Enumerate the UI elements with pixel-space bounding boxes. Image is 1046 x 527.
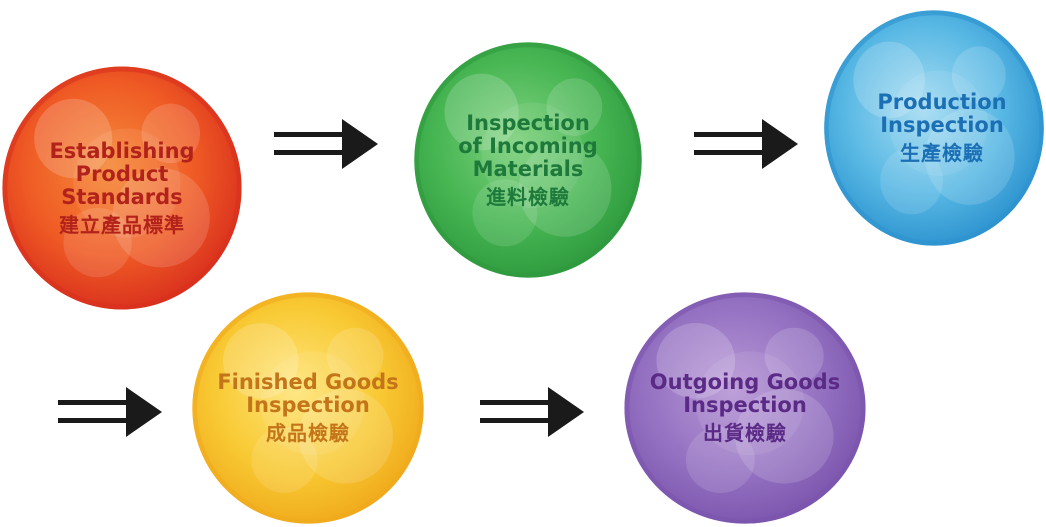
watercolor-fill	[624, 292, 866, 524]
step-title-line: Inspection	[880, 113, 1004, 137]
arrow-shaft-top	[694, 132, 766, 137]
watercolor-blotch	[251, 426, 318, 493]
watercolor-blotch	[63, 207, 132, 278]
watercolor-blotch	[656, 323, 736, 399]
watercolor-fill	[414, 42, 642, 278]
arrow-shaft-bottom	[480, 418, 552, 423]
watercolor-rim	[624, 292, 866, 524]
watercolor-rim	[824, 10, 1044, 246]
blue-watercolor-circle	[824, 10, 1044, 246]
watercolor-rim	[2, 66, 242, 310]
double-arrow-icon	[274, 119, 378, 169]
watercolor-blotch	[112, 168, 210, 268]
watercolor-blotch	[546, 78, 603, 136]
watercolor-blotch	[326, 327, 384, 385]
arrow-shaft-bottom	[58, 418, 130, 423]
yellow-watercolor-circle	[192, 292, 424, 524]
arrow-shaft-top	[480, 400, 552, 405]
step-inspection-of-incoming-materials: Inspection of Incoming Materials 進料檢驗	[412, 40, 644, 280]
purple-watercolor-circle	[624, 292, 866, 524]
arrow-head	[126, 387, 162, 437]
watercolor-blotch	[34, 98, 113, 179]
watercolor-blotch	[481, 102, 584, 208]
step-title-line: of Incoming	[458, 133, 598, 158]
step-title-line: Inspection	[466, 110, 590, 135]
step-label: Inspection of Incoming Materials 進料檢驗	[458, 110, 598, 209]
watercolor-blotch	[73, 128, 181, 238]
step-title-line: Inspection	[246, 393, 370, 417]
watercolor-fill	[192, 292, 424, 524]
watercolor-blotch	[925, 108, 1015, 205]
step-title-line: Finished Goods	[217, 370, 399, 394]
watercolor-blotch	[260, 351, 365, 456]
step-title-chinese: 出貨檢驗	[702, 421, 787, 445]
watercolor-blotch	[472, 179, 538, 247]
double-arrow-icon	[694, 119, 798, 169]
arrow-shaft-top	[274, 132, 346, 137]
watercolor-rim	[192, 292, 424, 524]
step-title-line: Production	[877, 90, 1007, 114]
step-title-chinese: 生產檢驗	[899, 141, 984, 165]
step-title-chinese: 進料檢驗	[485, 184, 570, 209]
arrow-head	[548, 387, 584, 437]
arrow-head	[342, 119, 378, 169]
step-label: Finished Goods Inspection 成品檢驗	[217, 370, 399, 446]
step-establishing-product-standards: Establishing Product Standards 建立產品標準	[0, 64, 244, 312]
watercolor-rim	[414, 42, 642, 278]
step-production-inspection: Production Inspection 生產檢驗	[822, 8, 1046, 248]
watercolor-fill	[2, 66, 242, 310]
watercolor-blotch	[853, 41, 926, 119]
watercolor-blotch	[141, 103, 201, 164]
step-finished-goods-inspection: Finished Goods Inspection 成品檢驗	[190, 290, 426, 526]
step-title-line: Establishing	[49, 138, 195, 163]
double-arrow-icon	[58, 387, 162, 437]
green-watercolor-circle	[414, 42, 642, 278]
step-title-chinese: 成品檢驗	[265, 421, 350, 445]
watercolor-blotch	[298, 389, 393, 484]
arrow-head	[762, 119, 798, 169]
watercolor-blotch	[518, 140, 612, 237]
double-arrow-icon	[480, 387, 584, 437]
step-title-line: Materials	[472, 156, 584, 181]
step-label: Production Inspection 生產檢驗	[877, 90, 1007, 166]
step-title-chinese: 建立產品標準	[59, 212, 185, 237]
step-label: Outgoing Goods Inspection 出貨檢驗	[649, 370, 841, 446]
arrow-shaft-bottom	[694, 150, 766, 155]
watercolor-blotch	[695, 351, 805, 456]
watercolor-blotch	[444, 73, 519, 151]
step-title-line: Outgoing Goods	[649, 370, 841, 394]
watercolor-blotch	[685, 426, 755, 493]
step-label: Establishing Product Standards 建立產品標準	[49, 138, 195, 237]
watercolor-blotch	[889, 70, 988, 176]
watercolor-blotch	[735, 389, 834, 484]
watercolor-blotch	[223, 323, 299, 399]
watercolor-blotch	[951, 46, 1006, 104]
arrow-shaft-top	[58, 400, 130, 405]
arrow-shaft-bottom	[274, 150, 346, 155]
orange-watercolor-circle	[2, 66, 242, 310]
step-title-line: Inspection	[683, 393, 807, 417]
step-outgoing-goods-inspection: Outgoing Goods Inspection 出貨檢驗	[622, 290, 868, 526]
step-title-line: Product	[75, 161, 169, 186]
watercolor-blotch	[764, 327, 824, 385]
watercolor-fill	[824, 10, 1044, 246]
step-title-line: Standards	[61, 184, 183, 209]
watercolor-blotch	[880, 147, 943, 215]
